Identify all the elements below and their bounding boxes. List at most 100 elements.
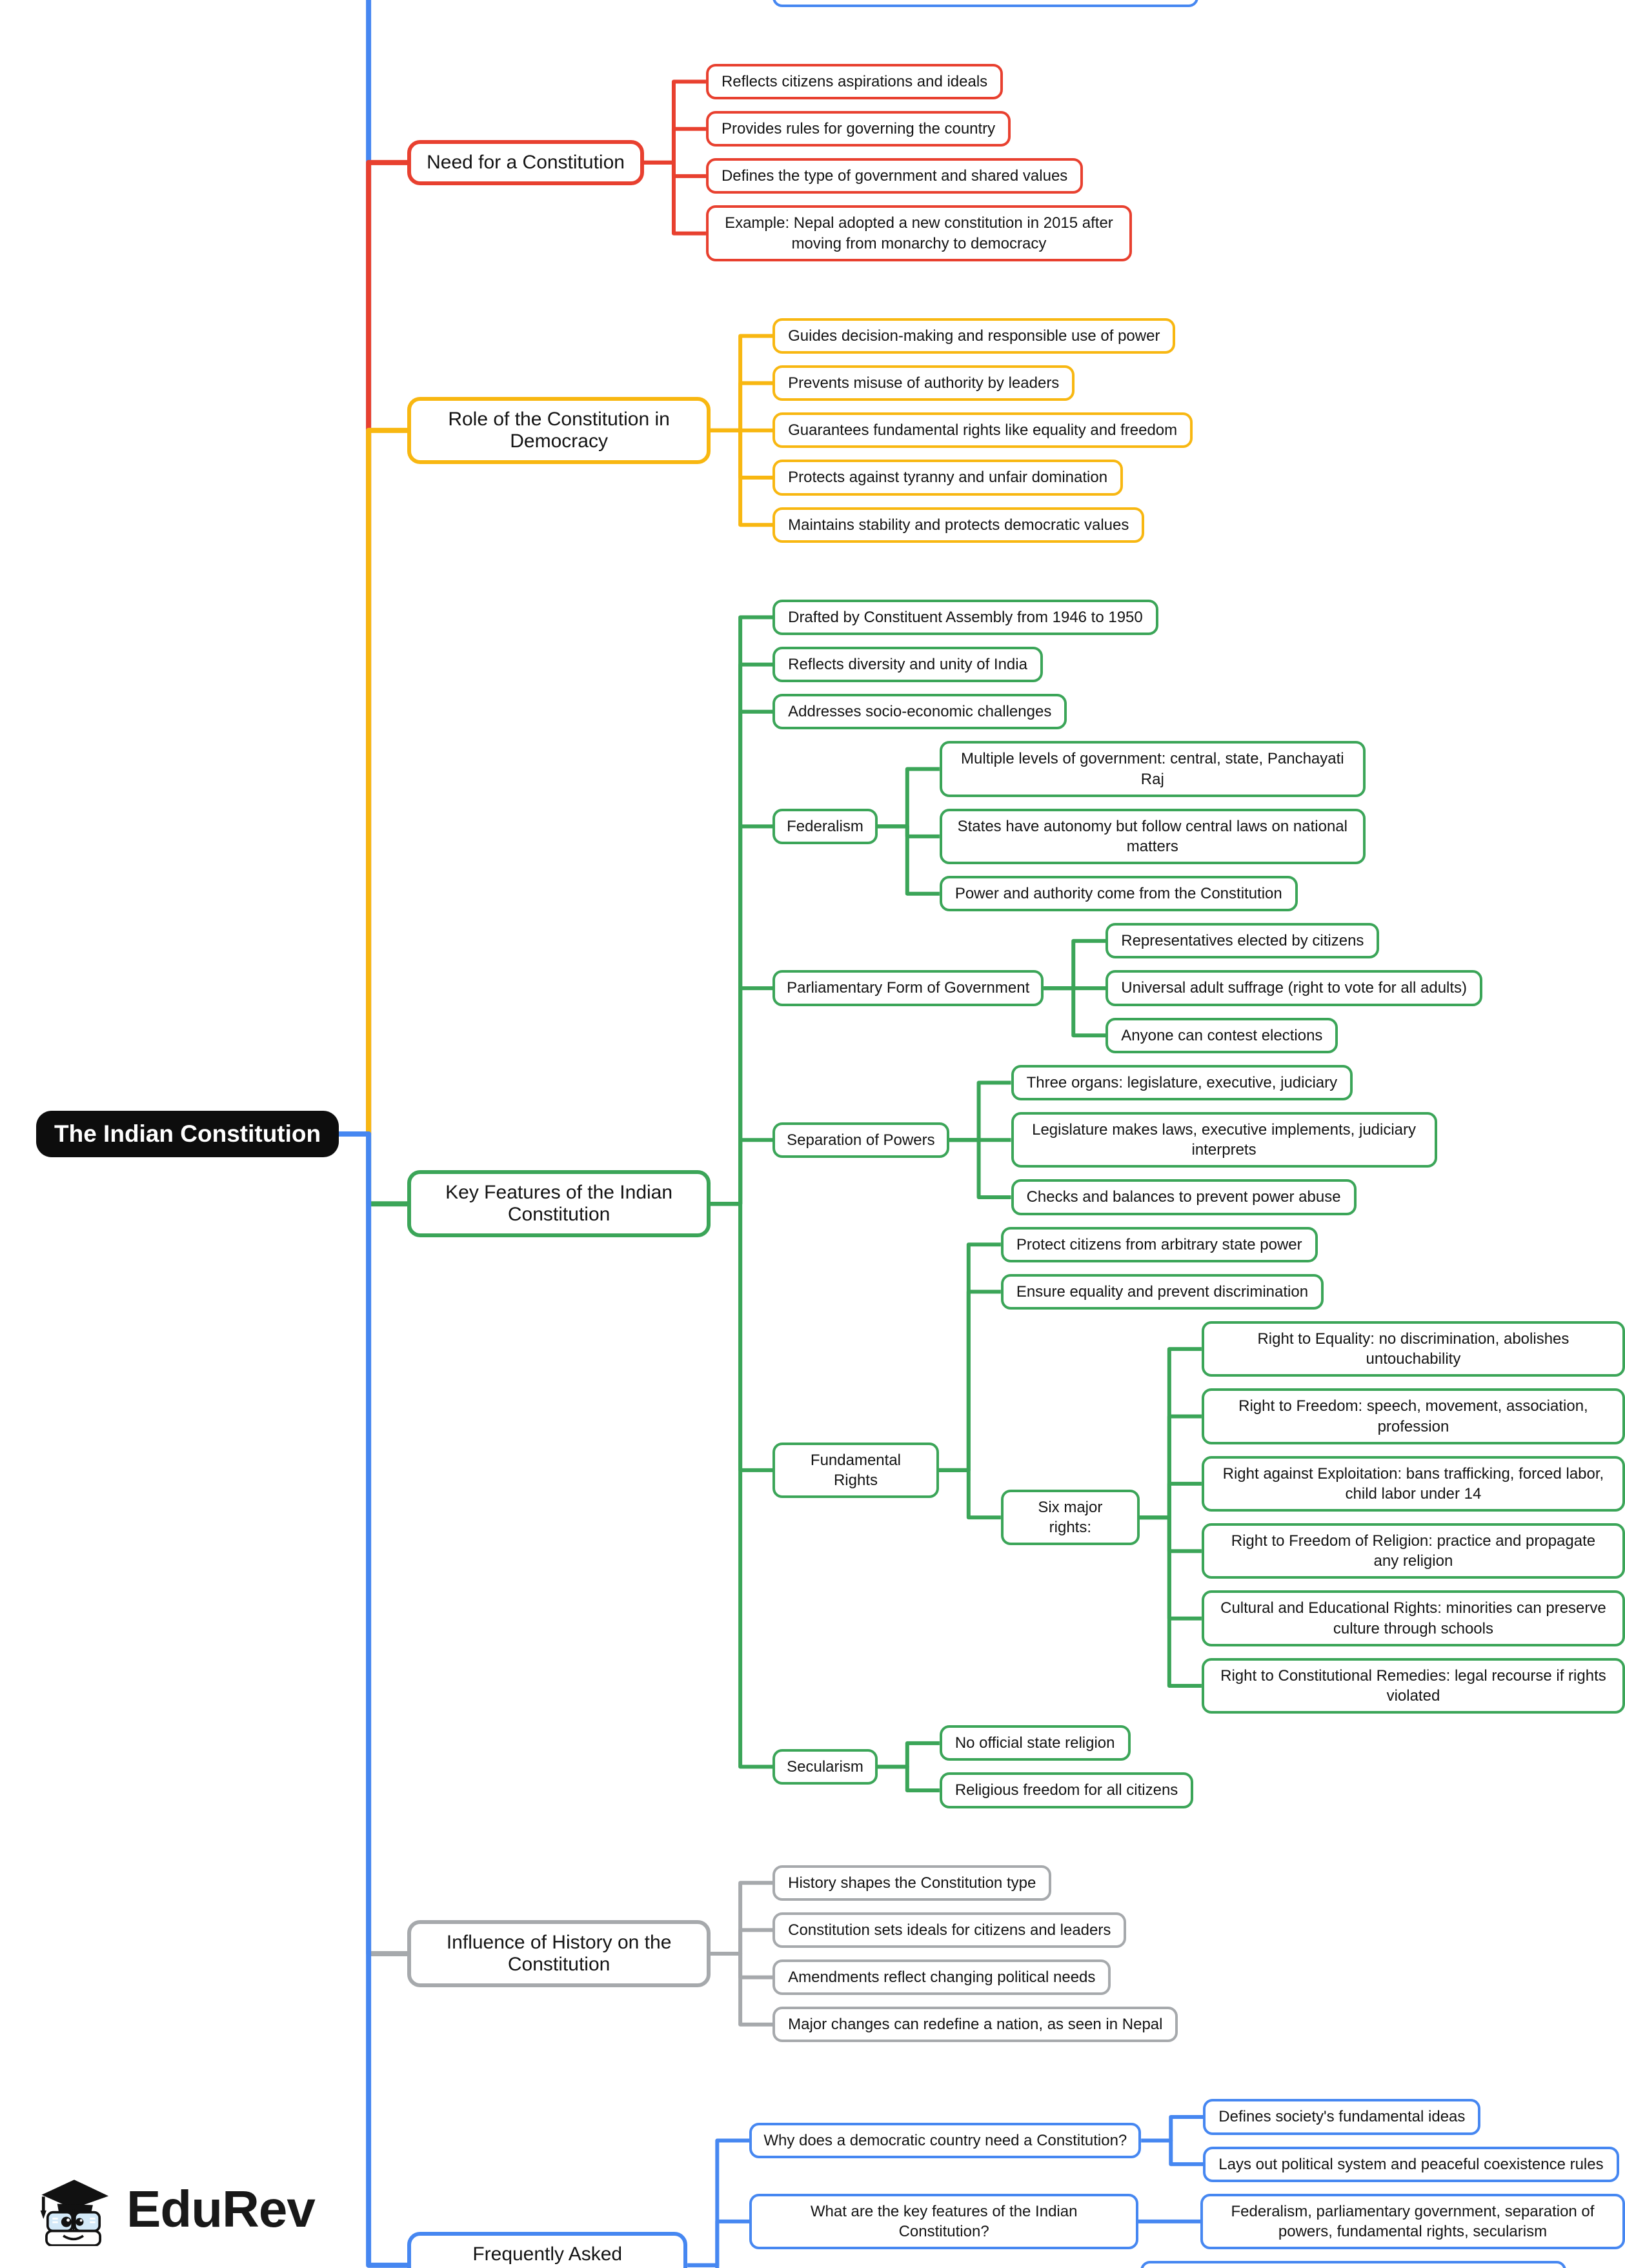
mindmap-subtree: Sets fundamental rights, directive princ… [772, 0, 1199, 7]
mindmap-subtree: Parliamentary Form of Government Represen… [772, 923, 1483, 1053]
mindmap-subtree: Constitution sets ideals for citizens an… [772, 1912, 1127, 1948]
leaf-node: Legislature makes laws, executive implem… [1011, 1112, 1437, 1168]
mindmap-subtree: Protect citizens from arbitrary state po… [1000, 1226, 1318, 1262]
mindmap-subtree: Defines society's fundamental ideas [1203, 2099, 1481, 2135]
leaf-node: Provides rules for governing the country [705, 111, 1011, 147]
mindmap-subtree: Addresses socio-economic challenges [772, 694, 1067, 730]
mindmap-subtree: Guides decision-making and responsible u… [772, 318, 1176, 354]
sub-topic-node: Secularism [772, 1748, 878, 1785]
leaf-node: Representatives elected by citizens [1105, 923, 1380, 959]
mindmap-subtree: Key Features of the Indian Constitution D… [407, 599, 1625, 1808]
mindmap-subtree: States have autonomy but follow central … [939, 808, 1366, 865]
mindmap-subtree: Guarantees fundamental rights like equal… [772, 412, 1193, 449]
mindmap-subtree: Legislature makes laws, executive implem… [1011, 1112, 1437, 1168]
leaf-node: History shapes the Constitution type [772, 1865, 1052, 1901]
children-column: Protect citizens from arbitrary state po… [1000, 1226, 1625, 1714]
edurev-wordmark: EduRev [126, 2180, 316, 2238]
leaf-node: Right to Equality: no discrimination, ab… [1201, 1321, 1625, 1377]
leaf-node: Anyone can contest elections [1105, 1017, 1338, 1053]
mindmap-subtree: Brief note on making the Indian Constitu… [749, 2261, 1566, 2268]
branch-node: Influence of History on the Constitution [407, 1919, 711, 1987]
leaf-node: Reflects citizens aspirations and ideals [705, 63, 1004, 100]
mindmap-subtree: Lays out political system and peaceful c… [1203, 2146, 1619, 2182]
children-column: Reflects citizens aspirations and ideals… [705, 63, 1132, 261]
branch-node: Role of the Constitution in Democracy [407, 396, 711, 464]
mindmap-subtree: Separation of Powers Three organs: legisl… [772, 1064, 1437, 1215]
mindmap-subtree: Reflects diversity and unity of India [772, 646, 1043, 683]
sub-topic-node: Fundamental Rights [772, 1442, 939, 1499]
mindmap-subtree: Federalism, parliamentary government, se… [1200, 2193, 1625, 2250]
children-column: Federalism, parliamentary government, se… [1200, 2193, 1625, 2250]
leaf-node: States have autonomy but follow central … [939, 808, 1366, 865]
mindmap-subtree: Major changes can redefine a nation, as … [772, 2007, 1178, 2043]
leaf-node: Constituent Assembly met in 1946, Dr Amb… [1140, 2261, 1566, 2268]
mindmap-subtree: Influence of History on the Constitution… [407, 1865, 1178, 2043]
mindmap-subtree: Frequently Asked QuestionsWhy does a dem… [407, 2099, 1625, 2268]
mindmap-subtree: Three organs: legislature, executive, ju… [1011, 1064, 1353, 1101]
sub-topic-node: Parliamentary Form of Government [772, 970, 1044, 1006]
children-column: Right to Equality: no discrimination, ab… [1201, 1321, 1625, 1714]
mindmap-subtree: Right to Constitutional Remedies: legal … [1201, 1657, 1625, 1714]
mindmap-subtree: Right against Exploitation: bans traffic… [1201, 1455, 1625, 1512]
mindmap-subtree: Religious freedom for all citizens [939, 1772, 1194, 1808]
edurev-logo: EduRev [34, 2172, 316, 2246]
mindmap-subtree: Meaning of the Indian ConstitutionSuprem… [407, 0, 1199, 7]
leaf-node: Cultural and Educational Rights: minorit… [1201, 1590, 1625, 1646]
leaf-node: Major changes can redefine a nation, as … [772, 2007, 1178, 2043]
leaf-node: Protect citizens from arbitrary state po… [1000, 1226, 1318, 1262]
sub-topic-node: Why does a democratic country need a Con… [749, 2122, 1142, 2159]
mindmap-subtree: Six major rights: Right to Equality: no d… [1000, 1321, 1625, 1714]
mindmap-subtree: Defines the type of government and share… [705, 158, 1084, 194]
mindmap-subtree: Right to Freedom of Religion: practice a… [1201, 1523, 1625, 1579]
mindmap-subtree: Multiple levels of government: central, … [939, 741, 1366, 797]
mindmap-subtree: Drafted by Constituent Assembly from 194… [772, 599, 1158, 635]
leaf-node: Example: Nepal adopted a new constitutio… [705, 205, 1132, 261]
branches-column: Meaning of the Indian ConstitutionSuprem… [407, 0, 1625, 2268]
children-column: Guides decision-making and responsible u… [772, 318, 1193, 543]
children-column: Constituent Assembly met in 1946, Dr Amb… [1140, 2261, 1566, 2268]
mindmap-root-subtree: The Indian ConstitutionMeaning of the In… [36, 0, 1625, 2268]
leaf-node: Guarantees fundamental rights like equal… [772, 412, 1193, 449]
mindmap-subtree: Universal adult suffrage (right to vote … [1105, 970, 1483, 1006]
leaf-node: Right to Freedom: speech, movement, asso… [1201, 1388, 1625, 1444]
sub-topic-node: Six major rights: [1000, 1489, 1140, 1546]
mindmap-subtree: Amendments reflect changing political ne… [772, 1959, 1111, 1996]
leaf-node: Defines the type of government and share… [705, 158, 1084, 194]
children-column: Why does a democratic country need a Con… [749, 2099, 1625, 2268]
edurev-mascot-icon [40, 2180, 109, 2246]
mindmap-subtree: Ensure equality and prevent discriminati… [1000, 1273, 1324, 1310]
mindmap-subtree: Representatives elected by citizens [1105, 923, 1380, 959]
mindmap-subtree: Provides rules for governing the country [705, 111, 1011, 147]
leaf-node: Protects against tyranny and unfair domi… [772, 460, 1124, 496]
branch-node: Key Features of the Indian Constitution [407, 1170, 711, 1238]
mindmap-subtree: Reflects citizens aspirations and ideals [705, 63, 1004, 100]
mindmap-subtree: Example: Nepal adopted a new constitutio… [705, 205, 1132, 261]
mindmap-subtree: Checks and balances to prevent power abu… [1011, 1179, 1357, 1215]
mindmap-subtree: Anyone can contest elections [1105, 1017, 1338, 1053]
leaf-node: Universal adult suffrage (right to vote … [1105, 970, 1483, 1006]
leaf-node: Checks and balances to prevent power abu… [1011, 1179, 1357, 1215]
sub-topic-node: Separation of Powers [772, 1122, 949, 1158]
leaf-node: Multiple levels of government: central, … [939, 741, 1366, 797]
leaf-node: Power and authority come from the Consti… [939, 876, 1298, 912]
mindmap-subtree: Cultural and Educational Rights: minorit… [1201, 1590, 1625, 1646]
leaf-node: Guides decision-making and responsible u… [772, 318, 1176, 354]
children-column: Supreme law of IndiaDefines political co… [772, 0, 1199, 7]
mindmap-subtree: Constituent Assembly met in 1946, Dr Amb… [1140, 2261, 1566, 2268]
mindmap-subtree: Protects against tyranny and unfair domi… [772, 460, 1124, 496]
children-column: Multiple levels of government: central, … [939, 741, 1366, 912]
children-column: Drafted by Constituent Assembly from 194… [772, 599, 1625, 1808]
mindmap-subtree: What are the key features of the Indian … [749, 2193, 1625, 2250]
leaf-node: Prevents misuse of authority by leaders [772, 365, 1075, 401]
mindmap-subtree: Right to Equality: no discrimination, ab… [1201, 1321, 1625, 1377]
sub-topic-node: What are the key features of the Indian … [749, 2193, 1138, 2250]
leaf-node: Right to Freedom of Religion: practice a… [1201, 1523, 1625, 1579]
